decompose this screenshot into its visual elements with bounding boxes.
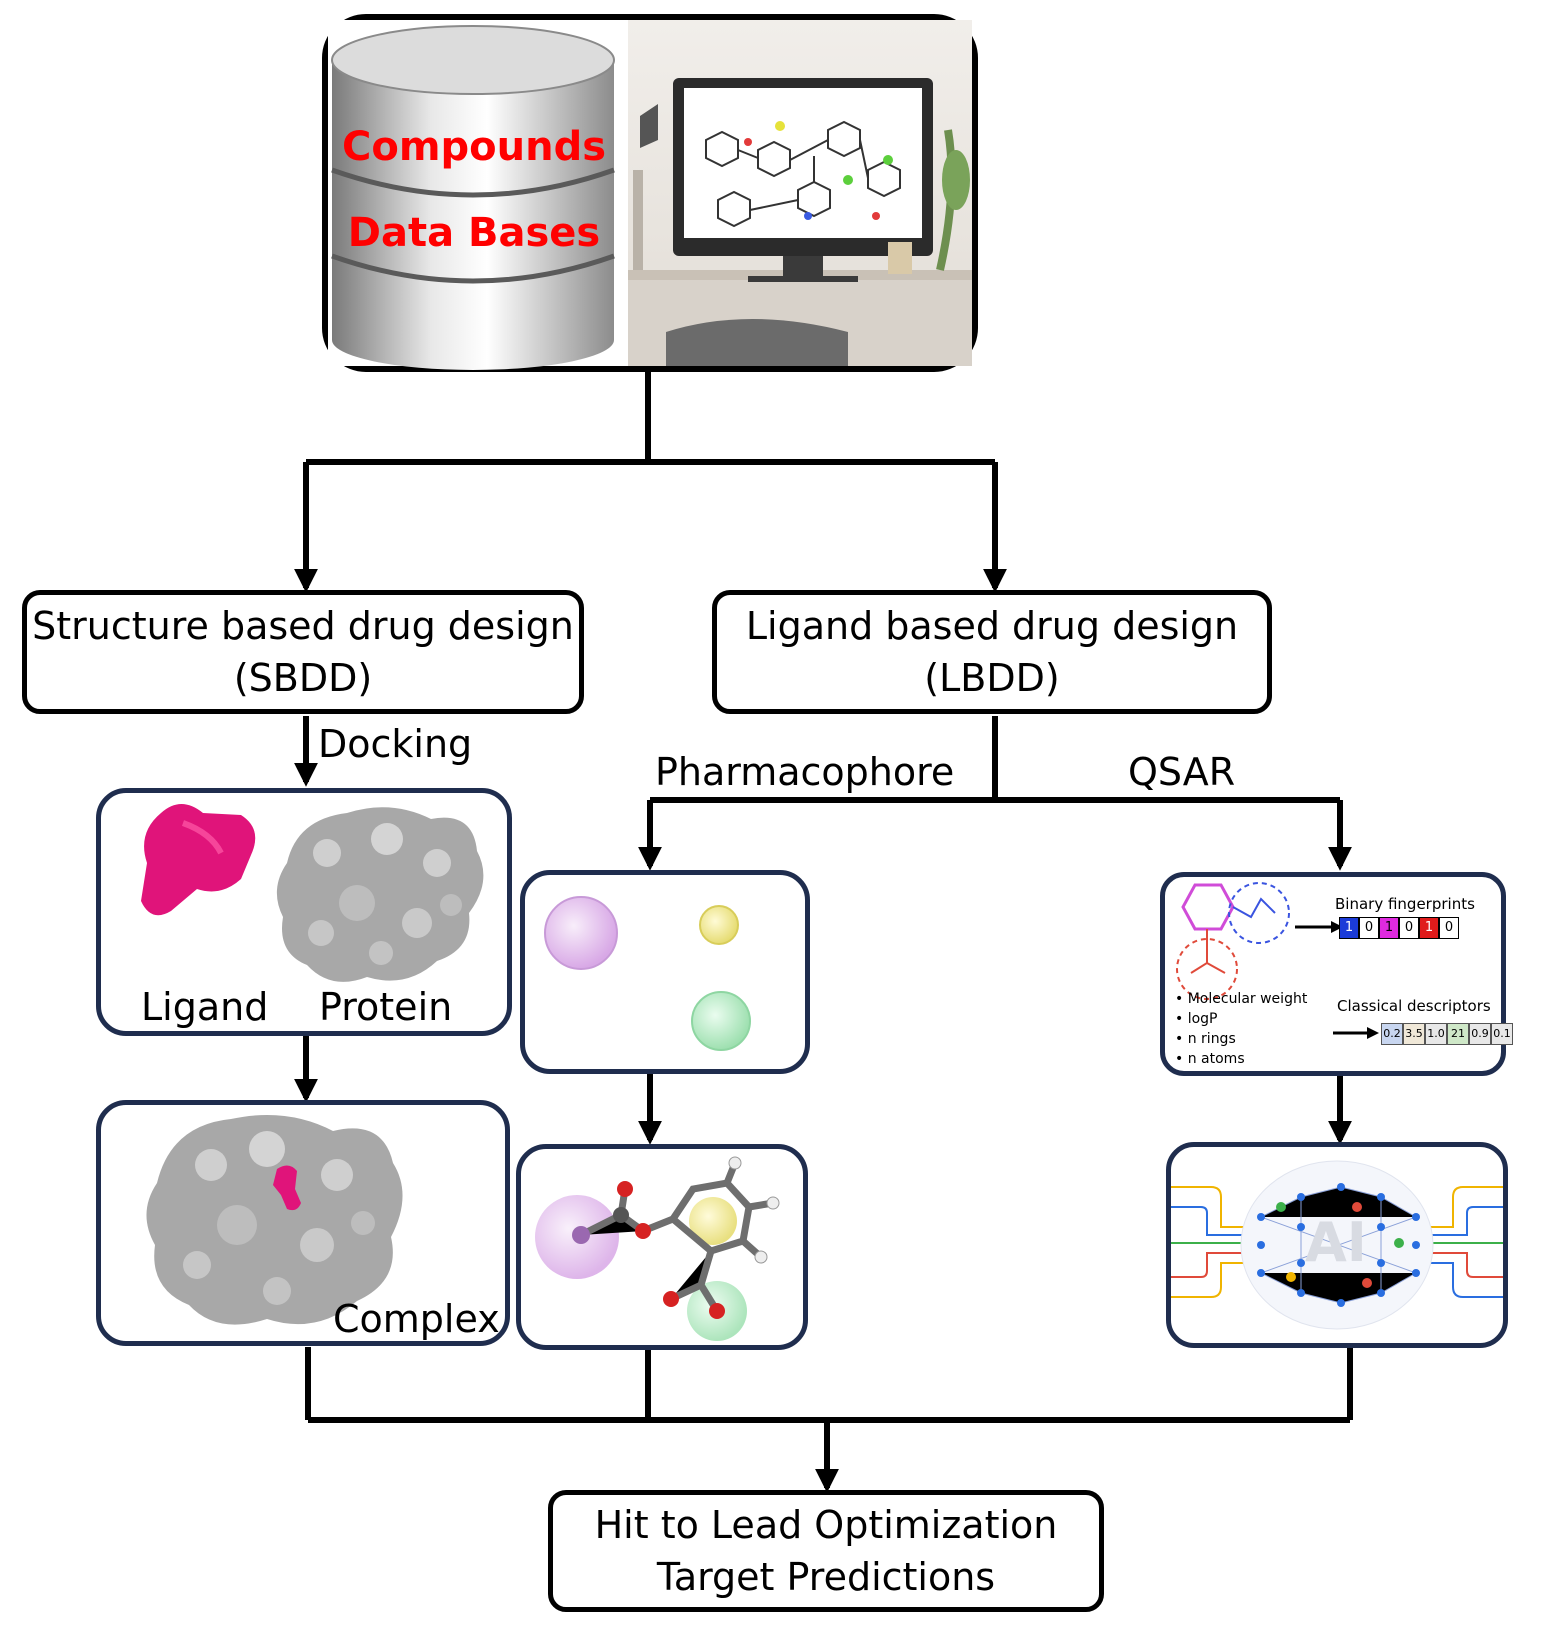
qsar-descriptor-illustration [1176, 882, 1379, 1039]
hbond-sphere [691, 991, 751, 1051]
fingerprint-bit: 1 [1379, 917, 1399, 939]
pharmacophore-model-illustration [535, 1156, 780, 1341]
fingerprint-bit: 0 [1439, 917, 1459, 939]
sbdd-box: Structure based drug design (SBDD) [22, 590, 584, 714]
ligand-label: Ligand [141, 985, 269, 1029]
ligand-shape [141, 804, 256, 916]
database-illustration [328, 20, 972, 370]
neural-network-illustration [1171, 1160, 1503, 1330]
pharmacophore-features-panel [520, 870, 810, 1074]
hydrophobic-sphere [544, 896, 618, 970]
qsar-descriptors-panel: Binary fingerprints 1 0 1 0 1 0 • Molecu… [1160, 872, 1513, 1076]
descriptor-value: 0.2 [1381, 1023, 1403, 1045]
descriptor-value: 1.0 [1425, 1023, 1447, 1045]
lbdd-box: Ligand based drug design (LBDD) [712, 590, 1272, 714]
descriptor-list-item: • Molecular weight [1175, 991, 1308, 1007]
bound-ligand-shape [273, 1165, 301, 1211]
sbdd-abbr: (SBDD) [233, 656, 373, 700]
fingerprint-bits: 1 0 1 0 1 0 [1339, 917, 1459, 939]
lbdd-title: Ligand based drug design [745, 604, 1239, 648]
descriptor-list-item: • logP [1175, 1011, 1218, 1027]
fingerprints-title: Binary fingerprints [1335, 895, 1475, 913]
sbdd-title: Structure based drug design [32, 604, 574, 648]
protein-label: Protein [319, 985, 453, 1029]
pharmacophore-label: Pharmacophore [655, 750, 955, 794]
descriptor-value: 21 [1447, 1023, 1469, 1045]
lbdd-abbr: (LBDD) [924, 656, 1060, 700]
complex-label: Complex [333, 1297, 500, 1341]
ai-model-panel: AI [1166, 1142, 1508, 1348]
descriptor-value: 0.9 [1469, 1023, 1491, 1045]
database-label-line1: Compounds [341, 124, 607, 170]
descriptor-list-item: • n rings [1175, 1031, 1236, 1047]
database-label-line2: Data Bases [347, 210, 601, 256]
output-line1: Hit to Lead Optimization [594, 1503, 1058, 1547]
compound-database-panel: Compounds Data Bases [322, 14, 978, 372]
descriptor-value: 3.5 [1403, 1023, 1425, 1045]
fingerprint-bit: 0 [1399, 917, 1419, 939]
fingerprint-bit: 1 [1419, 917, 1439, 939]
descriptor-list: • Molecular weight • logP • n rings • n … [1175, 989, 1307, 1069]
protein-shape [276, 807, 484, 982]
docking-label: Docking [318, 722, 473, 766]
output-line2: Target Predictions [656, 1555, 996, 1599]
ligand-protein-panel: Ligand Protein [96, 788, 512, 1036]
descriptor-list-item: • n atoms [1175, 1051, 1245, 1067]
descriptor-value: 0.1 [1491, 1023, 1513, 1045]
ai-label: AI [1305, 1211, 1367, 1274]
complex-illustration [146, 1115, 403, 1325]
fingerprint-bit: 1 [1339, 917, 1359, 939]
pharmacophore-spheres [544, 896, 751, 1051]
descriptor-values: 0.2 3.5 1.0 21 0.9 0.1 [1381, 1023, 1513, 1045]
pharmacophore-model-panel [516, 1144, 808, 1350]
qsar-label: QSAR [1128, 750, 1236, 794]
fingerprint-bit: 0 [1359, 917, 1379, 939]
protein-complex-shape [146, 1115, 403, 1325]
descriptors-title: Classical descriptors [1337, 997, 1491, 1015]
output-box: Hit to Lead Optimization Target Predicti… [548, 1490, 1104, 1612]
ligand-protein-illustration [141, 804, 484, 982]
complex-panel: Complex [96, 1100, 510, 1346]
aromatic-sphere [699, 905, 739, 945]
